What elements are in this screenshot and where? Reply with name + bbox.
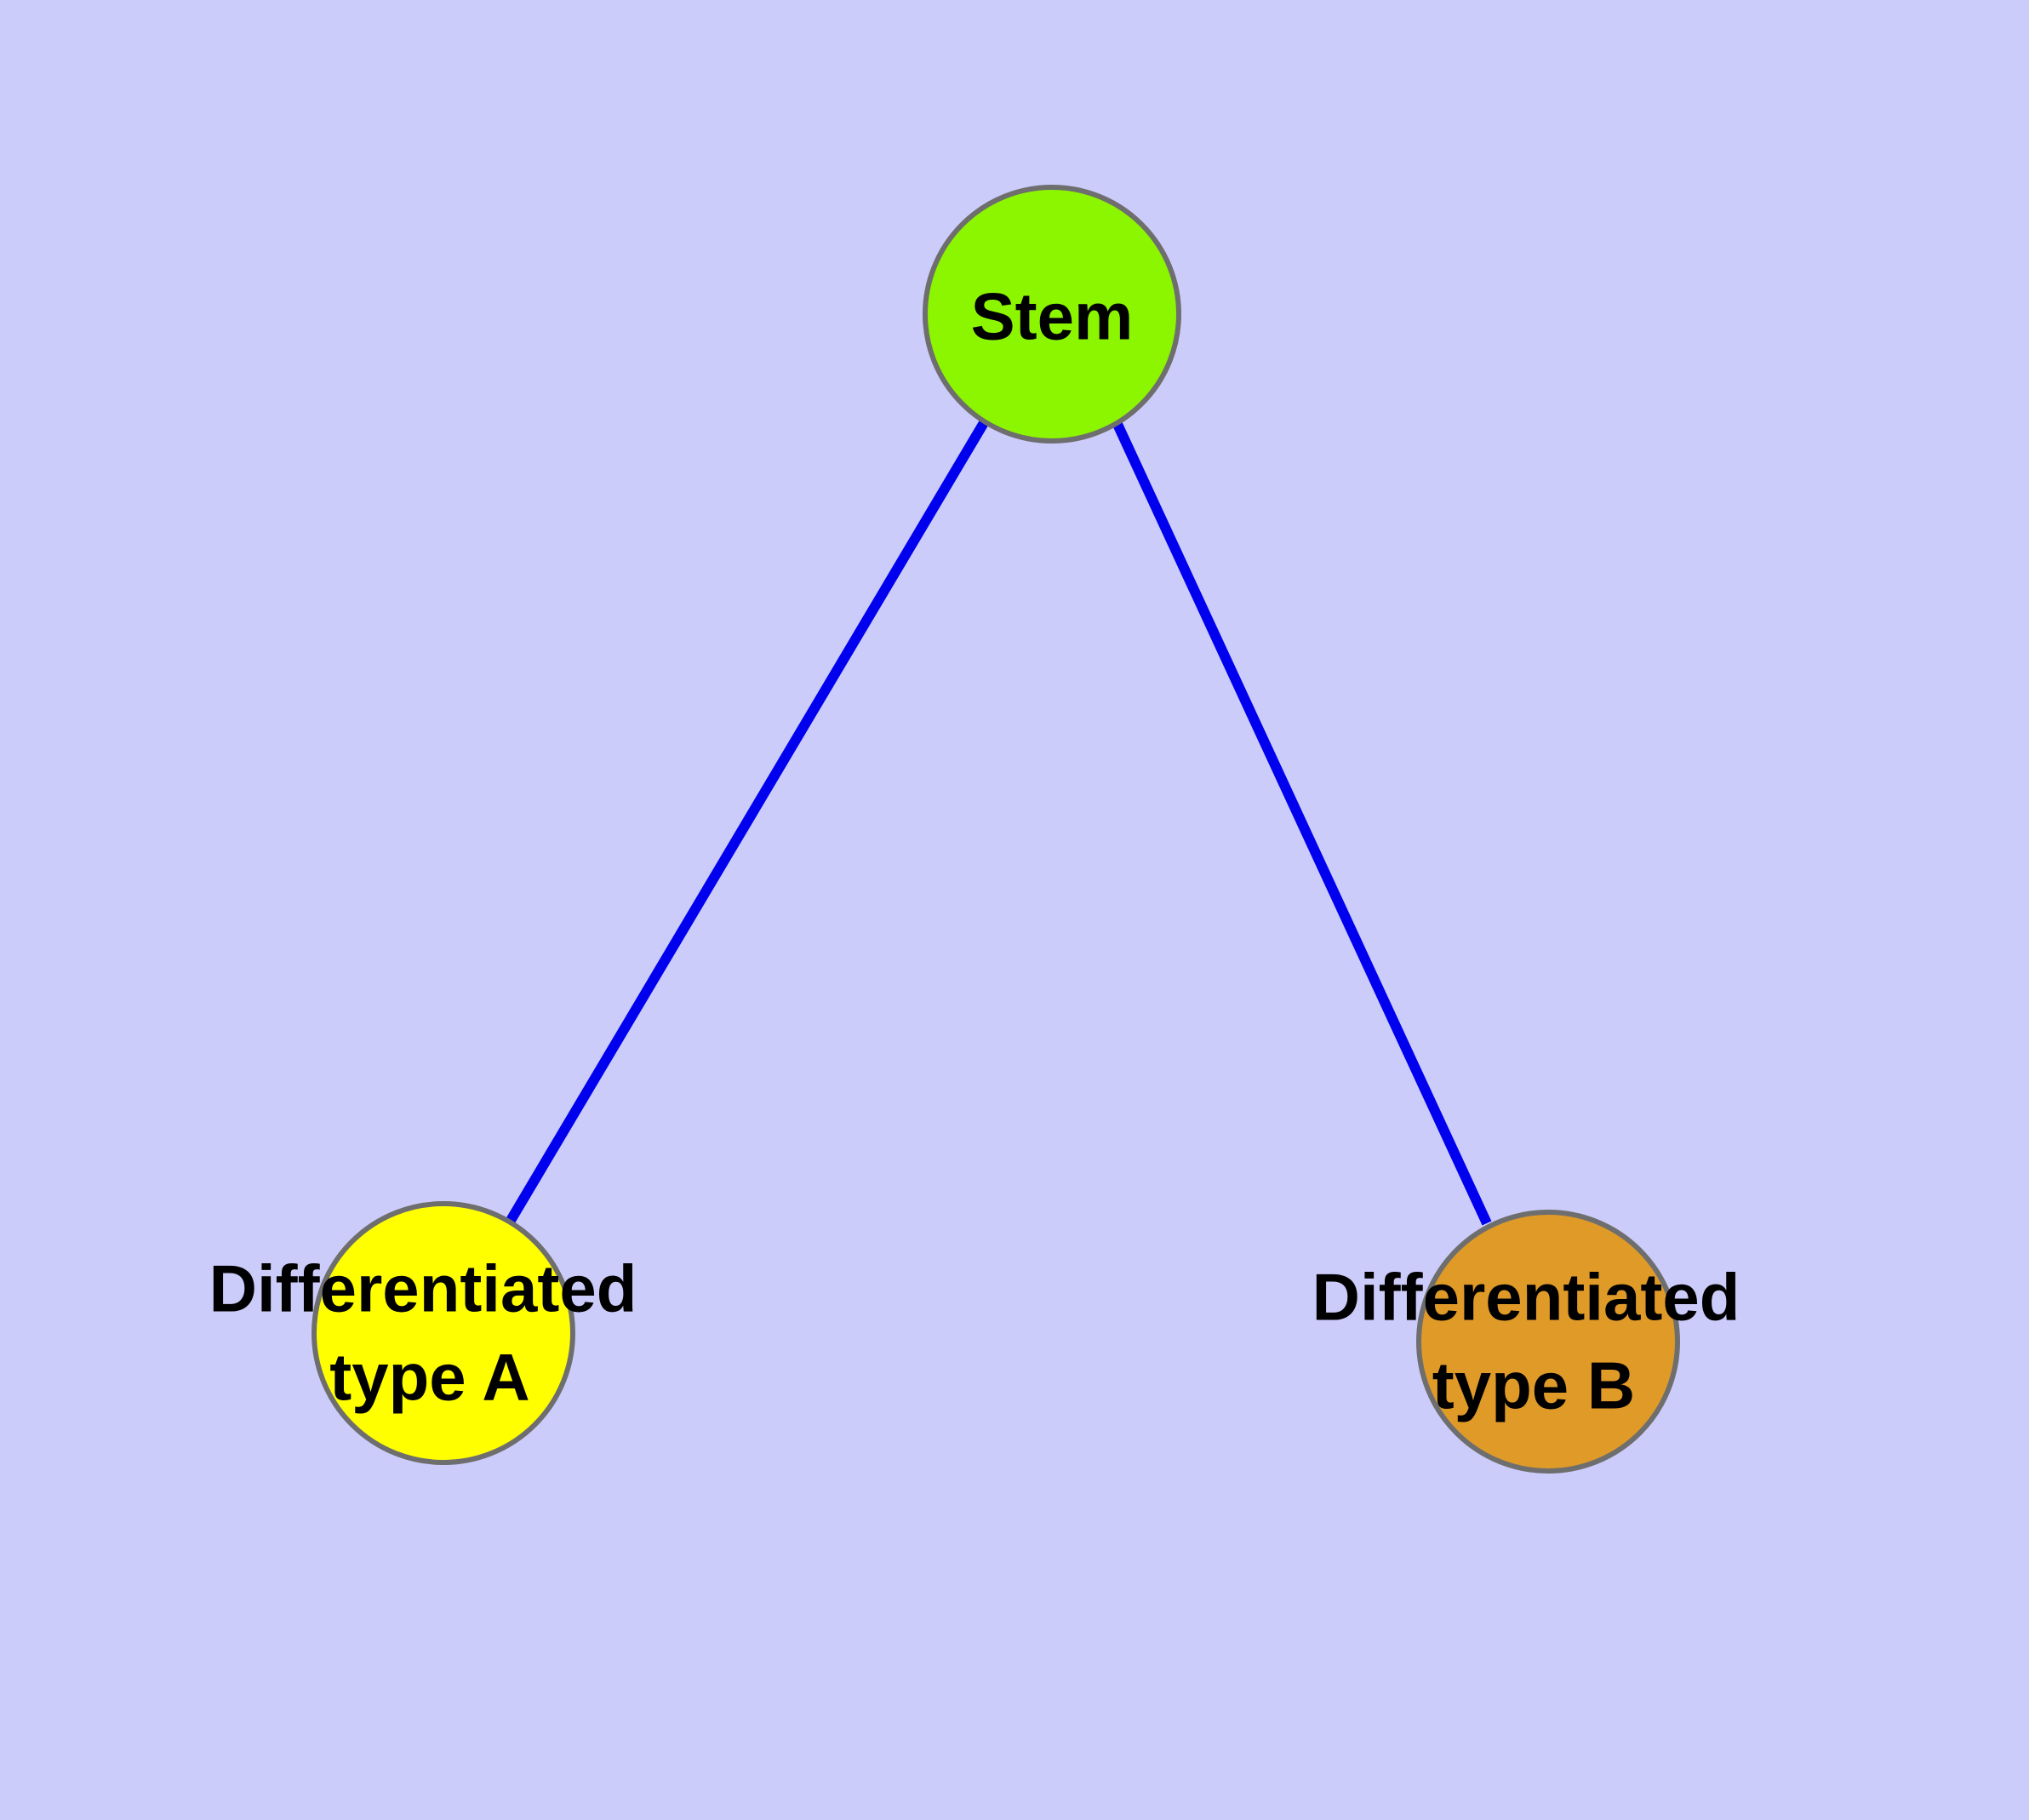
node-stem-label: Stem <box>971 279 1134 354</box>
node-differentiated-type-b[interactable]: Differentiated type B <box>1312 1210 1740 1474</box>
node-stem-circle[interactable] <box>923 185 1181 444</box>
node-differentiated-type-a[interactable]: Differentiated type A <box>209 1201 637 1465</box>
edge-stem-to-differentiated-type-b[interactable] <box>1111 418 1492 1226</box>
node-differentiated-type-a-circle[interactable] <box>311 1201 575 1465</box>
node-differentiated-type-b-label-line-2: type B <box>1432 1348 1635 1423</box>
node-differentiated-type-a-label-line-2: type A <box>329 1340 530 1415</box>
node-differentiated-type-b-label-line-1: Differentiated <box>1312 1260 1740 1335</box>
node-differentiated-type-a-label-line-1: Differentiated <box>209 1251 637 1326</box>
node-differentiated-type-b-circle[interactable] <box>1416 1210 1680 1474</box>
node-stem[interactable]: Stem <box>923 185 1181 444</box>
edge-layer <box>504 418 1492 1227</box>
edge-stem-to-differentiated-type-a[interactable] <box>504 418 990 1227</box>
